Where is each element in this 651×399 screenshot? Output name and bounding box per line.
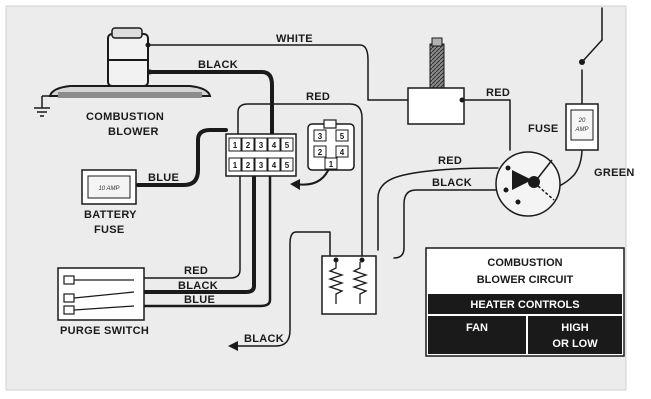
detail-pin-cell — [335, 129, 349, 142]
detail-pin-number: 1 — [329, 160, 334, 169]
label-combustion: COMBUSTION — [86, 111, 164, 123]
fuse-amp-bottom: AMP — [574, 127, 588, 133]
label-red-mid: RED — [438, 155, 462, 167]
blue-wire-purge — [138, 173, 272, 308]
battery-fuse-amp: 10 AMP — [98, 186, 119, 192]
battery-fuse: 10 AMP — [81, 169, 137, 205]
pin-bottom-number: 5 — [285, 161, 290, 170]
label-purge-red: RED — [184, 265, 208, 277]
label-white: WHITE — [276, 33, 313, 45]
detail-pin-cell — [335, 145, 349, 158]
label-fuse: FUSE — [94, 224, 125, 236]
black-wire-mid — [393, 189, 497, 259]
pin-top-cell — [241, 137, 255, 152]
purge-switch — [57, 267, 145, 321]
label-black-top: BLACK — [198, 59, 238, 71]
detail-pin-cell — [324, 157, 338, 170]
label-green: GREEN — [594, 167, 635, 179]
detail-pin-number: 4 — [340, 148, 345, 157]
pin-top-number: 1 — [233, 141, 238, 150]
red-wire-solenoid — [461, 99, 511, 151]
combustion-blower — [34, 27, 212, 117]
detail-pins: 3 5 2 41 — [313, 129, 349, 170]
switch-lever — [581, 39, 603, 63]
table-col-low: OR LOW — [552, 338, 598, 350]
detail-pin-number: 5 — [340, 132, 345, 141]
connector-detail: 3 5 2 41 — [307, 119, 355, 171]
label-black-mid: BLACK — [432, 177, 472, 189]
wires — [136, 7, 603, 347]
label-red-solenoid: RED — [486, 87, 510, 99]
label-red-top: RED — [306, 91, 330, 103]
table-title-1: COMBUSTION — [487, 257, 562, 269]
red-wire-top — [237, 103, 363, 291]
pin-top-cell — [254, 137, 268, 152]
pin-bottom-number: 2 — [246, 161, 251, 170]
table-header: HEATER CONTROLS — [470, 299, 579, 311]
red-wire-purge — [139, 174, 241, 279]
table-title-2: BLOWER CIRCUIT — [477, 274, 574, 286]
pin-top-number: 2 — [246, 141, 251, 150]
detail-pin-number: 2 — [318, 148, 323, 157]
detail-pin-cell — [313, 145, 327, 158]
solenoid — [407, 37, 465, 125]
heater-control-dial — [495, 151, 561, 217]
fuse-panel: 20 AMP — [565, 103, 599, 151]
pin-bottom-cell — [280, 157, 294, 172]
pin-bottom-number: 4 — [272, 161, 277, 170]
pin-top-number: 4 — [272, 141, 277, 150]
table-col-fan: FAN — [466, 322, 488, 334]
detail-pin-number: 3 — [318, 132, 323, 141]
pin-top-number: 3 — [259, 141, 264, 150]
pin-bottom-cell — [228, 157, 242, 172]
black-wire-purge — [138, 173, 256, 294]
label-black-bottom: BLACK — [244, 333, 284, 345]
pin-bottom-cell — [241, 157, 255, 172]
red-wire-mid — [377, 167, 499, 251]
pin-bottom-number: 3 — [259, 161, 264, 170]
label-fuse-right: FUSE — [528, 123, 559, 135]
fuse-amp-top: 20 — [578, 118, 586, 124]
table-col-high: HIGH — [561, 322, 589, 334]
white-wire — [147, 44, 409, 101]
pin-bottom-number: 1 — [233, 161, 238, 170]
arrow-left-icon — [228, 341, 238, 351]
pin-top-cell — [267, 137, 281, 152]
detail-pin-cell — [313, 129, 327, 142]
label-purge-blue: BLUE — [184, 294, 215, 306]
relay-box — [321, 255, 377, 315]
legend-table: COMBUSTION BLOWER CIRCUIT HEATER CONTROL… — [425, 247, 625, 357]
pin-top-cell — [280, 137, 294, 152]
pin-top-cell — [228, 137, 242, 152]
label-blower: BLOWER — [108, 126, 159, 138]
blue-wire — [136, 128, 228, 187]
pin-bottom-cell — [254, 157, 268, 172]
black-wire-top — [148, 70, 274, 142]
pin-top-number: 5 — [285, 141, 290, 150]
label-blue: BLUE — [148, 172, 179, 184]
label-battery: BATTERY — [84, 209, 137, 221]
black-wire-bottom — [235, 231, 297, 347]
label-purge-black: BLACK — [178, 280, 218, 292]
pin-bottom-cell — [267, 157, 281, 172]
label-purge-switch: PURGE SWITCH — [60, 325, 149, 337]
